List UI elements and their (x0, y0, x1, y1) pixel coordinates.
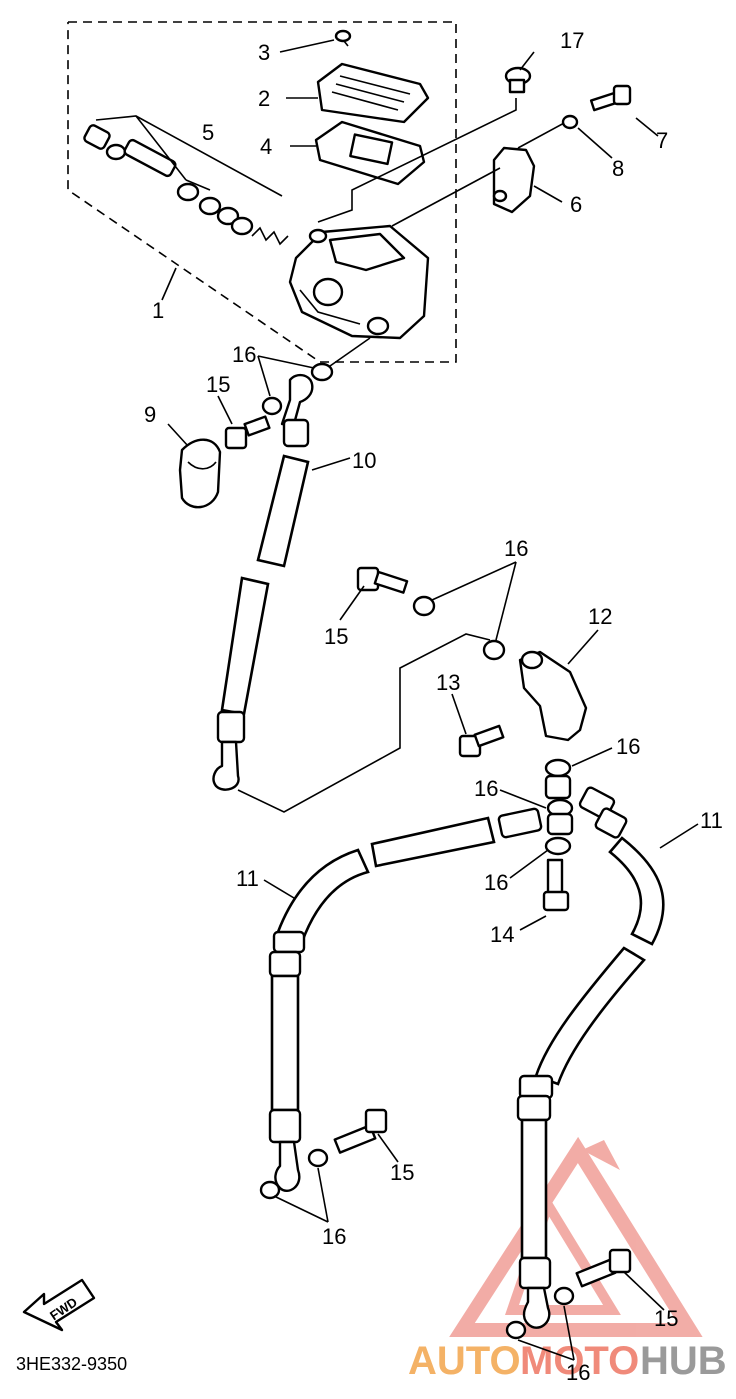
brake-hose-11-right (516, 786, 665, 1329)
washer-16-h (505, 1320, 527, 1340)
master-cylinder-kit-outline (67, 21, 457, 363)
callout-16-e: 16 (484, 870, 508, 895)
callout-11-b: 11 (700, 808, 723, 833)
callout-9: 9 (144, 402, 156, 427)
diagram-code: 3HE332-9350 (16, 1354, 127, 1374)
banjo-bolt-15-d (575, 1248, 632, 1288)
callout-4: 4 (260, 134, 272, 159)
callout-11-a: 11 (236, 866, 259, 891)
washer-16-g (553, 1286, 575, 1306)
bolt-7 (589, 84, 632, 112)
reservoir-cap-2 (316, 62, 430, 124)
callout-16-f: 16 (322, 1224, 346, 1249)
bolt-14 (542, 858, 570, 912)
washer-8 (561, 114, 579, 130)
callout-12: 12 (588, 604, 612, 629)
washer-16-c (412, 595, 436, 617)
clamp-6 (492, 146, 536, 214)
washer-16-e (259, 1180, 281, 1200)
callout-15-a: 15 (206, 372, 230, 397)
callout-16-d: 16 (474, 776, 498, 801)
watermark-hub: HUB (640, 1339, 727, 1383)
callout-7: 7 (656, 128, 668, 153)
callout-16-c: 16 (616, 734, 640, 759)
callout-2: 2 (258, 86, 270, 111)
banjo-bolt-15-a (224, 415, 271, 450)
callout-13: 13 (436, 670, 460, 695)
callout-16-g: 16 (566, 1360, 590, 1385)
callout-14: 14 (490, 922, 514, 947)
callout-10: 10 (352, 448, 376, 473)
washer-16-a (310, 362, 334, 382)
screw-3 (334, 29, 352, 47)
callout-15-b: 15 (324, 624, 348, 649)
banjo-bolt-15-c (333, 1108, 388, 1154)
callout-16-b: 16 (504, 536, 528, 561)
banjo-bolt-15-b (356, 566, 409, 594)
diaphragm-4 (314, 120, 426, 186)
piston-kit-5 (83, 115, 289, 246)
callout-16-a: 16 (232, 342, 256, 367)
boot-9 (178, 438, 222, 509)
callout-1: 1 (152, 298, 164, 323)
callout-15-c: 15 (390, 1160, 414, 1185)
bolt-17 (504, 66, 532, 94)
callout-3: 3 (258, 40, 270, 65)
leader-lines (161, 39, 699, 1361)
brake-hose-11-left (268, 807, 543, 1192)
watermark-auto: AUTO (408, 1339, 521, 1383)
callout-8: 8 (612, 156, 624, 181)
splitter-joint (544, 758, 574, 856)
washer-16-d (482, 639, 506, 661)
callout-numbers: 3 2 4 5 1 17 7 8 6 16 15 9 10 16 15 12 1… (144, 28, 723, 1385)
forward-arrow-icon (22, 1278, 96, 1332)
washer-16-b (261, 396, 283, 416)
master-cylinder-body (288, 224, 430, 340)
callout-5: 5 (202, 120, 214, 145)
brake-hose-10 (212, 373, 314, 791)
washer-16-f (307, 1148, 329, 1168)
callout-15-d: 15 (654, 1306, 678, 1331)
callout-6: 6 (570, 192, 582, 217)
bolt-13 (458, 724, 505, 758)
joint-bracket-12 (518, 650, 588, 742)
watermark-moto: MOTO (520, 1339, 639, 1383)
callout-17: 17 (560, 28, 584, 53)
